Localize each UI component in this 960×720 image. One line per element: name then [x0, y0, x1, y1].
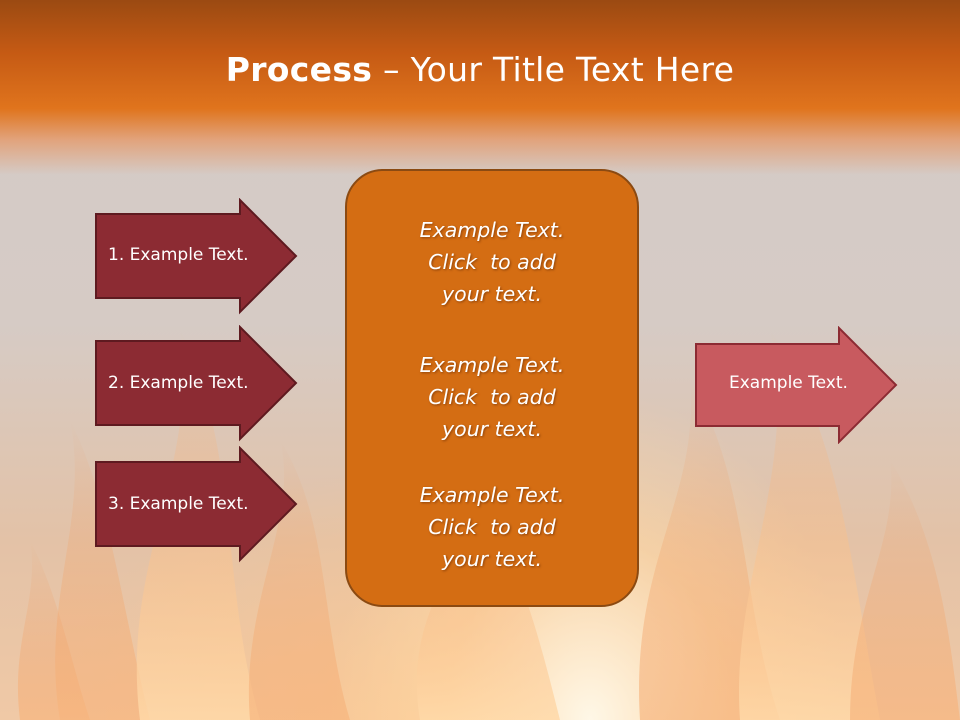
header-band	[0, 0, 960, 175]
step-arrow-3-label: 3. Example Text.	[108, 494, 249, 514]
step-arrow-2[interactable]	[94, 325, 300, 443]
step-arrow-2-label: 2. Example Text.	[108, 373, 249, 393]
text-block-3-line-2: Click to add	[428, 515, 556, 539]
text-block-1-line-2: Click to add	[428, 250, 556, 274]
title-bold: Process	[225, 50, 373, 89]
result-arrow[interactable]	[694, 326, 900, 444]
text-block-1: Example Text. Click to add your text.	[347, 214, 637, 310]
step-arrow-1[interactable]	[94, 198, 300, 316]
title-rest: – Your Title Text Here	[372, 50, 735, 89]
step-arrow-1-label: 1. Example Text.	[108, 245, 249, 265]
text-block-2: Example Text. Click to add your text.	[347, 349, 637, 445]
center-text-box[interactable]: Example Text. Click to add your text. Ex…	[345, 169, 639, 607]
text-block-2-line-2: Click to add	[428, 385, 556, 409]
text-block-3-line-1: Example Text.	[419, 483, 565, 507]
result-arrow-label: Example Text.	[729, 373, 848, 393]
text-block-3: Example Text. Click to add your text.	[347, 479, 637, 575]
text-block-3-line-3: your text.	[442, 547, 542, 571]
text-block-1-line-1: Example Text.	[419, 218, 565, 242]
page-title: Process – Your Title Text Here	[0, 50, 960, 89]
text-block-2-line-3: your text.	[442, 417, 542, 441]
text-block-1-line-3: your text.	[442, 282, 542, 306]
text-block-2-line-1: Example Text.	[419, 353, 565, 377]
step-arrow-3[interactable]	[94, 446, 300, 564]
